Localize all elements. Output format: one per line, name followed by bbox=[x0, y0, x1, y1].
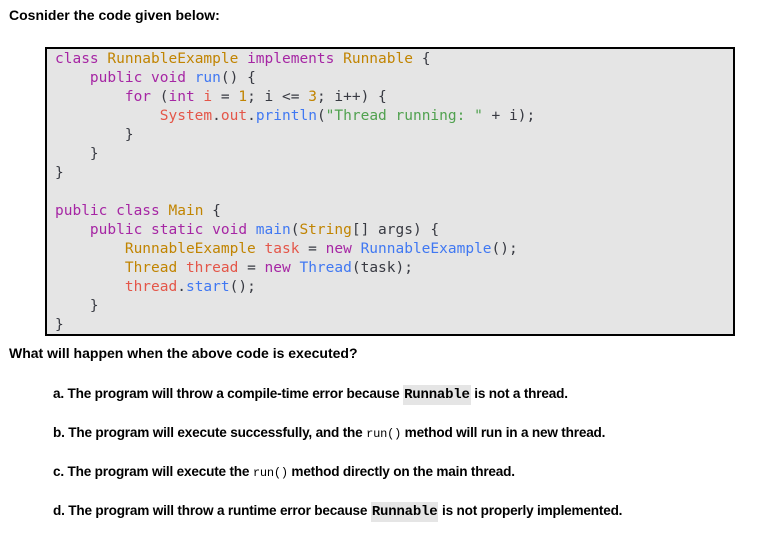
option-text: The program will throw a runtime error b… bbox=[68, 503, 371, 518]
code-token: = bbox=[238, 260, 265, 276]
code-line bbox=[47, 183, 733, 202]
inline-code: Runnable bbox=[403, 385, 471, 405]
code-token: } bbox=[55, 127, 134, 143]
code-line: public static void main(String[] args) { bbox=[47, 221, 733, 240]
option-text: The program will execute successfully, a… bbox=[68, 425, 367, 440]
code-token: RunnableExample bbox=[360, 241, 492, 257]
code-token: = bbox=[212, 89, 239, 105]
code-token: (); bbox=[229, 279, 256, 295]
code-token: . bbox=[177, 279, 186, 295]
option-c[interactable]: c. The program will execute the run() me… bbox=[53, 464, 515, 480]
code-token: out bbox=[220, 108, 248, 124]
code-token: thread bbox=[124, 279, 178, 295]
code-token: implements bbox=[247, 51, 344, 67]
code-token: ; i++) { bbox=[316, 89, 387, 105]
option-text: method directly on the main thread. bbox=[287, 464, 515, 479]
question-text: What will happen when the above code is … bbox=[9, 345, 358, 361]
code-token: Thread bbox=[124, 260, 186, 276]
code-token: () { bbox=[220, 70, 256, 86]
code-token: (); bbox=[491, 241, 518, 257]
code-line: } bbox=[47, 145, 733, 164]
code-token bbox=[55, 260, 125, 276]
code-token: println bbox=[255, 108, 317, 124]
code-token: "Thread running: " bbox=[325, 108, 483, 124]
code-token: } bbox=[55, 298, 99, 314]
code-line: RunnableExample task = new RunnableExamp… bbox=[47, 240, 733, 259]
code-token bbox=[55, 70, 90, 86]
code-token: public static void bbox=[89, 222, 256, 238]
code-token: main bbox=[255, 222, 291, 238]
code-line: System.out.println("Thread running: " + … bbox=[47, 107, 733, 126]
code-line: public class Main { bbox=[47, 202, 733, 221]
code-token: class bbox=[55, 51, 108, 67]
option-text: is not properly implemented. bbox=[438, 503, 623, 518]
code-token: new bbox=[325, 241, 361, 257]
code-token: start bbox=[185, 279, 230, 295]
code-token: = bbox=[299, 241, 326, 257]
code-line: Thread thread = new Thread(task); bbox=[47, 259, 733, 278]
code-token: ( bbox=[316, 108, 326, 124]
code-line: class RunnableExample implements Runnabl… bbox=[47, 50, 733, 69]
code-line: for (int i = 1; i <= 3; i++) { bbox=[47, 88, 733, 107]
option-text: is not a thread. bbox=[470, 386, 568, 401]
code-token bbox=[55, 279, 125, 295]
inline-code: run() bbox=[252, 466, 288, 480]
code-token bbox=[55, 89, 125, 105]
code-line: } bbox=[47, 297, 733, 316]
code-line: thread.start(); bbox=[47, 278, 733, 297]
code-token: for bbox=[124, 89, 160, 105]
option-label: d. bbox=[53, 503, 65, 518]
code-line: } bbox=[47, 316, 733, 335]
code-token: Main bbox=[168, 203, 213, 219]
option-label: c. bbox=[53, 464, 64, 479]
code-token: } bbox=[55, 317, 64, 333]
inline-code: run() bbox=[366, 427, 402, 441]
code-token: task bbox=[264, 241, 300, 257]
code-token: { bbox=[212, 203, 221, 219]
code-token: } bbox=[55, 146, 99, 162]
code-token: 1 bbox=[238, 89, 248, 105]
code-token bbox=[55, 108, 160, 124]
instruction-heading: Cosnider the code given below: bbox=[9, 7, 220, 23]
code-token: int bbox=[168, 89, 204, 105]
code-line: public void run() { bbox=[47, 69, 733, 88]
option-text: method will run in a new thread. bbox=[401, 425, 606, 440]
code-token: String bbox=[299, 222, 352, 238]
code-token: new bbox=[264, 260, 300, 276]
code-token bbox=[55, 222, 90, 238]
inline-code: Runnable bbox=[370, 502, 439, 522]
code-token bbox=[55, 241, 125, 257]
code-block: class RunnableExample implements Runnabl… bbox=[45, 47, 735, 336]
code-token: [] args) { bbox=[351, 222, 440, 238]
code-token: public void bbox=[89, 70, 195, 86]
option-text: The program will execute the bbox=[67, 464, 253, 479]
code-token: System bbox=[159, 108, 213, 124]
code-token: Thread bbox=[299, 260, 352, 276]
code-token: { bbox=[421, 51, 431, 67]
code-token: . bbox=[212, 108, 221, 124]
option-text: The program will throw a compile-time er… bbox=[67, 386, 404, 401]
code-token: + i); bbox=[482, 108, 536, 124]
code-token: RunnableExample bbox=[124, 241, 265, 257]
code-line: } bbox=[47, 164, 733, 183]
code-token: public class bbox=[55, 203, 169, 219]
code-token: RunnableExample bbox=[107, 51, 248, 67]
option-label: a. bbox=[53, 386, 64, 401]
option-d[interactable]: d. The program will throw a runtime erro… bbox=[53, 502, 623, 522]
code-token: thread bbox=[185, 260, 239, 276]
code-token: (task); bbox=[351, 260, 413, 276]
code-token: i bbox=[203, 89, 213, 105]
code-token: Runnable bbox=[343, 51, 422, 67]
code-token: ; i <= bbox=[247, 89, 309, 105]
option-b[interactable]: b. The program will execute successfully… bbox=[53, 425, 605, 441]
code-token: . bbox=[247, 108, 256, 124]
code-line: } bbox=[47, 126, 733, 145]
option-label: b. bbox=[53, 425, 65, 440]
code-token: } bbox=[55, 165, 64, 181]
code-token: ( bbox=[290, 222, 300, 238]
code-token: ( bbox=[159, 89, 169, 105]
code-token: 3 bbox=[308, 89, 317, 105]
option-a[interactable]: a. The program will throw a compile-time… bbox=[53, 385, 568, 405]
code-token: run bbox=[194, 70, 221, 86]
